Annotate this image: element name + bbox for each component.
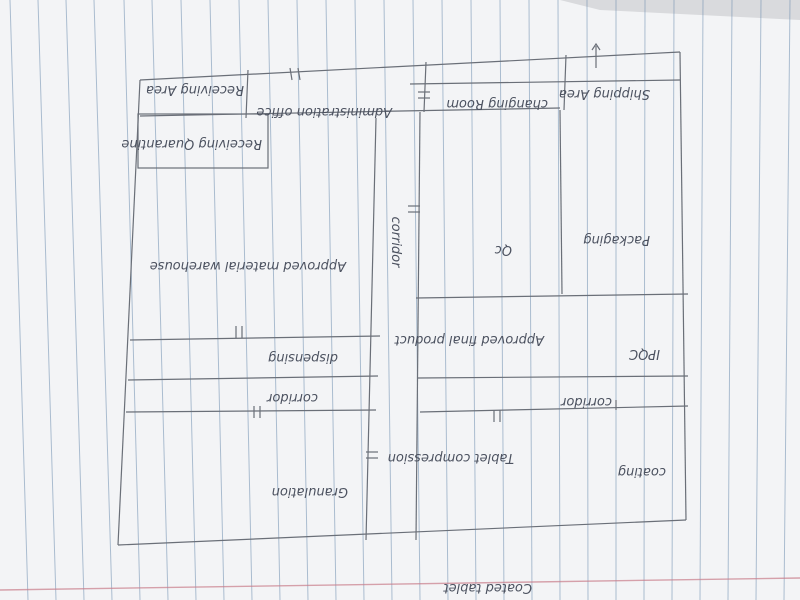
- label-shipping-area: Shipping Area: [559, 86, 650, 101]
- ruled-lines: [9, 0, 791, 600]
- label-approved-material-warehouse: Approved material warehouse: [150, 258, 347, 273]
- paper-shadow: [560, 0, 800, 20]
- label-corridor-main: corridor: [388, 217, 403, 270]
- building-outline: [117, 42, 689, 546]
- label-packaging: Packaging: [583, 232, 650, 247]
- label-granulation: Granulation: [272, 484, 348, 499]
- label-corridor-left: corridor: [265, 390, 318, 405]
- label-receiving-area: Receiving Area: [146, 82, 244, 97]
- label-coating: coating: [618, 464, 666, 479]
- label-corridor-right: corridor: [559, 394, 612, 409]
- label-dispensing: dispensing: [268, 350, 338, 365]
- label-tablet-compression: Tablet compression: [388, 450, 514, 465]
- margin-line: [0, 577, 800, 591]
- label-coated-tablet: Coated tablet: [443, 580, 532, 595]
- label-qc: Qc: [495, 242, 512, 257]
- label-changing-room: changing Room: [446, 96, 548, 111]
- label-administration-office: Administration office: [256, 104, 393, 119]
- label-approved-final-product: Approved final product: [394, 332, 545, 347]
- label-receiving-quarantine: Receiving Quarantine: [121, 136, 262, 151]
- label-ipqc: IPQC: [628, 346, 660, 361]
